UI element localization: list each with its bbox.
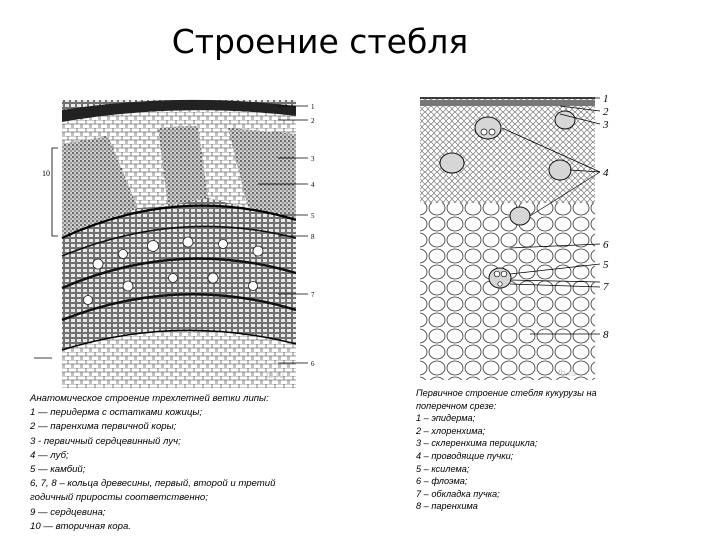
linden-caption: Анатомическое строение трехлетней ветки …	[30, 392, 330, 534]
right-label-8: 8	[603, 329, 609, 341]
right-label-4: 4	[603, 167, 609, 179]
caption-line: 1 – эпидерма;	[416, 413, 476, 424]
left-label-7: 7	[311, 291, 315, 299]
right-label-2: 2	[603, 106, 609, 118]
left-label-3: 3	[311, 155, 315, 163]
caption-line: 6 – флоэма;	[416, 476, 468, 487]
left-watermark: fb.ru	[266, 370, 285, 380]
left-side-label: 10	[42, 169, 50, 178]
right-label-7: 7	[603, 281, 609, 293]
caption-line: 2 – хлоренхима;	[416, 425, 486, 436]
linden-stem-cross-section-figure: 10 1 2 3 4 5 8 7 6	[34, 99, 315, 388]
linden-drawing	[61, 99, 296, 388]
right-label-6: 6	[603, 239, 609, 251]
maize-stem-cross-section-figure: 1 2 3 4 6 5 7 8	[420, 93, 609, 380]
caption-line: 3 - первичный сердцевинный луч;	[30, 435, 181, 447]
caption-line: 3 – склеренхима перицикла;	[416, 438, 538, 449]
left-label-5: 5	[311, 212, 315, 220]
right-watermark: fb.ru	[558, 368, 577, 378]
caption-line: 4 — луб;	[30, 449, 69, 461]
left-label-2: 2	[311, 117, 315, 125]
right-label-5: 5	[603, 259, 609, 271]
right-label-3: 3	[602, 119, 609, 131]
left-label-8: 8	[311, 233, 315, 241]
caption-line: 7 – обкладка пучка;	[416, 488, 500, 499]
maize-caption: Первичное строение стебля кукурузы на по…	[416, 387, 646, 513]
caption-line: 9 — сердцевина;	[30, 506, 106, 518]
caption-line: 10 — вторичная кора.	[30, 520, 131, 532]
right-label-1: 1	[603, 93, 609, 105]
caption-line: поперечном срезе:	[416, 400, 497, 411]
caption-line: годичный приросты соответственно;	[30, 492, 208, 504]
caption-line: 8 – паренхима	[416, 501, 478, 512]
caption-line: 5 – ксилема;	[416, 463, 470, 474]
left-label-4: 4	[311, 181, 315, 189]
maize-drawing	[420, 97, 595, 380]
caption-line: Первичное строение стебля кукурузы на	[416, 388, 597, 398]
caption-line: 6, 7, 8 – кольца древесины, первый, втор…	[30, 478, 276, 490]
caption-line: Анатомическое строение трехлетней ветки …	[30, 393, 269, 404]
left-label-1: 1	[311, 103, 315, 111]
caption-line: 4 – проводящие пучки;	[416, 450, 514, 461]
left-label-6: 6	[311, 360, 315, 368]
slide-title: Строение стебля	[171, 22, 469, 61]
caption-line: 5 — камбий;	[30, 464, 86, 476]
caption-line: 2 — паренхима первичной коры;	[30, 421, 177, 433]
caption-line: 1 — перидерма с остатками кожицы;	[30, 407, 203, 419]
